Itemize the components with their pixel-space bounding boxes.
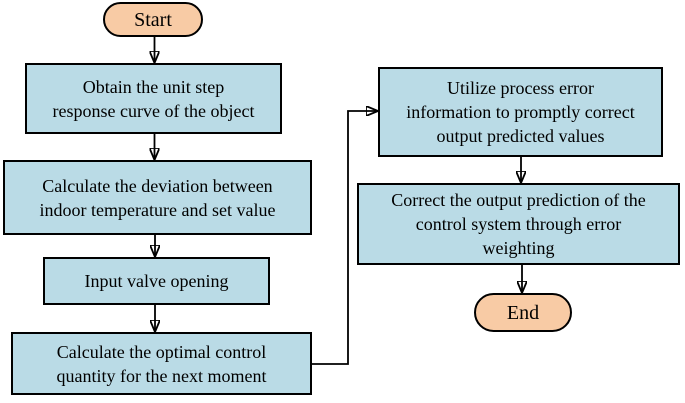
node-end-label: End	[506, 301, 540, 324]
node-calculate-deviation-label: Calculate the deviation between indoor t…	[39, 175, 276, 220]
node-end: End	[474, 293, 572, 332]
node-correct-output-prediction: Correct the output prediction of the con…	[357, 183, 680, 265]
node-start: Start	[103, 2, 203, 37]
node-utilize-process-error: Utilize process error information to pro…	[378, 67, 663, 157]
node-input-valve-opening-label: Input valve opening	[84, 271, 229, 291]
node-optimal-control-quantity-label: Calculate the optimal control quantity f…	[56, 341, 267, 386]
node-correct-output-prediction-label: Correct the output prediction of the con…	[391, 190, 646, 258]
node-input-valve-opening: Input valve opening	[43, 257, 270, 305]
node-calculate-deviation: Calculate the deviation between indoor t…	[3, 160, 312, 235]
edge-optimal-to-utilize	[312, 111, 378, 365]
node-utilize-process-error-label: Utilize process error information to pro…	[406, 78, 635, 146]
node-obtain-step-response: Obtain the unit step response curve of t…	[25, 63, 282, 134]
node-obtain-step-response-label: Obtain the unit step response curve of t…	[52, 76, 255, 121]
node-start-label: Start	[134, 8, 172, 31]
node-optimal-control-quantity: Calculate the optimal control quantity f…	[11, 332, 312, 395]
